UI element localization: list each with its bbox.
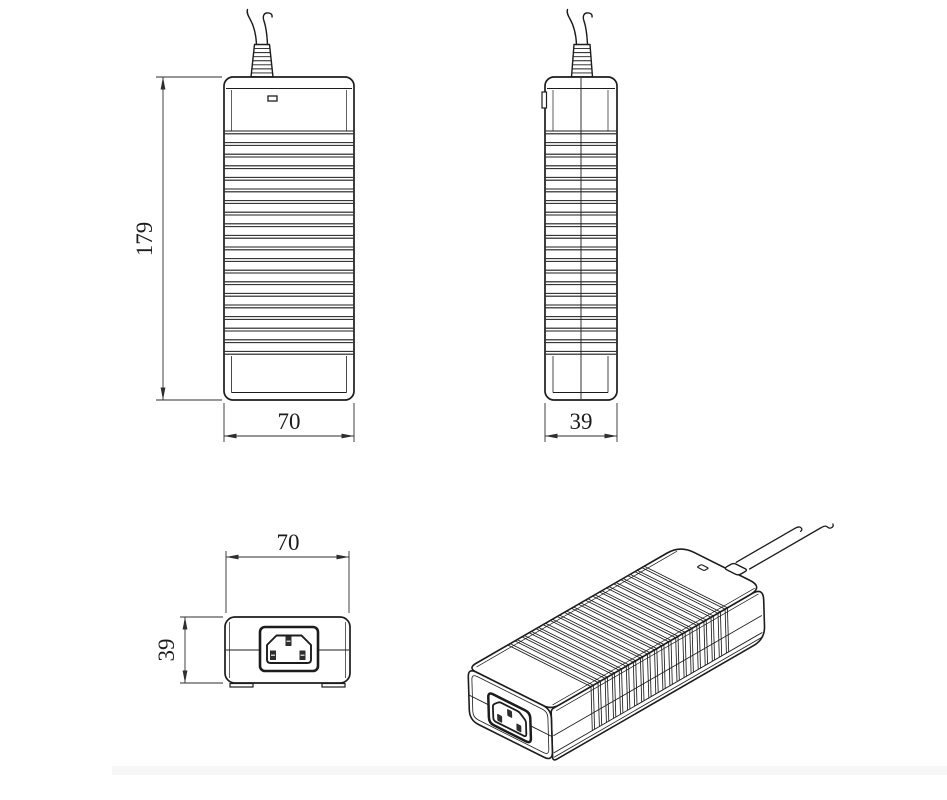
cable-break-line: [246, 8, 258, 46]
cooling-fin-line: [594, 594, 680, 681]
iec-inlet-pin: [507, 709, 513, 718]
cable-break-line: [582, 12, 593, 46]
dimension-arrow: [160, 77, 166, 90]
isometric-view: [467, 523, 834, 761]
edge-tangent-line: [476, 550, 678, 668]
cooling-fin-line: [523, 635, 610, 722]
dimension-arrow: [160, 387, 166, 400]
cooling-fin-line: [577, 603, 664, 691]
front-view-orthographic: [223, 8, 355, 401]
case-seam: [553, 632, 763, 754]
cooling-fin-line: [545, 622, 631, 710]
cooling-fin-line: [620, 579, 706, 666]
led-indicator-window: [267, 95, 278, 102]
cooling-fin-line: [592, 595, 678, 683]
cable-break-line: [262, 12, 273, 46]
dim-label-front-width: 70: [278, 409, 301, 434]
cooling-fin-line: [585, 599, 671, 687]
cooling-fin-line: [542, 624, 629, 711]
mold-parting-line: [553, 615, 762, 737]
led-window-side-profile: [541, 91, 548, 109]
led-indicator-window: [697, 564, 709, 571]
edge-tangent-line: [556, 593, 759, 711]
cable-break-line: [566, 8, 578, 46]
cable-strain-relief: [724, 562, 748, 576]
cooling-fin-line: [601, 590, 687, 677]
cooling-fin-line: [509, 643, 596, 730]
adapter-top-face: [471, 548, 758, 709]
case-seam: [469, 694, 489, 706]
cooling-fin-line: [629, 573, 716, 661]
case-seam: [530, 725, 552, 737]
dimension-arrow: [336, 554, 349, 560]
dimension-arrow: [545, 433, 558, 439]
dimension-arrow: [226, 554, 239, 560]
end-face-inset-border: [471, 675, 550, 754]
shadow-strip: [112, 766, 947, 775]
end-view-with-iec-inlet: [224, 616, 351, 688]
dimension-arrow: [341, 433, 354, 439]
cooling-fin-line: [573, 606, 659, 693]
cooling-fin-line: [566, 610, 652, 698]
cooling-fin-line: [507, 644, 593, 732]
cooling-fin-line: [627, 575, 713, 662]
cooling-fin-line: [570, 607, 657, 695]
dim-label-front-height: 179: [132, 222, 157, 257]
cooling-fin-line: [613, 583, 699, 670]
cooling-fin-line: [516, 639, 603, 726]
rubber-foot: [321, 682, 346, 688]
cooling-fin-line: [599, 591, 685, 679]
dimension-arrow: [182, 617, 188, 630]
cooling-fin-line: [580, 602, 666, 689]
rubber-foot: [229, 682, 254, 688]
cooling-fin-line: [528, 632, 614, 719]
cable-line: [735, 526, 803, 563]
bottom-cap-seam: [553, 637, 762, 758]
cooling-fin-line: [559, 614, 645, 702]
cooling-fin-line: [552, 618, 638, 706]
dim-label-end-depth: 39: [154, 639, 179, 662]
cooling-fin-line: [641, 567, 727, 654]
cooling-fin-line: [556, 616, 643, 703]
cooling-fin-line: [549, 620, 636, 707]
cooling-fin-line: [608, 586, 694, 673]
cooling-fin-line: [563, 611, 650, 699]
cooling-fin-line: [615, 582, 701, 669]
cooling-fin-line: [535, 628, 621, 715]
cooling-fin-line: [636, 569, 723, 657]
dimension-arrow: [224, 433, 237, 439]
cooling-fin-line: [587, 598, 673, 685]
cooling-fin-line: [530, 630, 617, 718]
dimension-arrow: [182, 670, 188, 683]
iec-inlet-pin: [497, 713, 503, 723]
cooling-fin-line: [622, 578, 709, 665]
cooling-fin-line: [514, 640, 600, 727]
dimension-annotations: 179 70 39 70 39: [132, 76, 618, 684]
side-view-orthographic: [541, 8, 618, 401]
cooling-fin-line: [634, 571, 720, 658]
cooling-fin-line: [521, 636, 607, 723]
cable-line: [748, 523, 834, 570]
dim-label-side-depth: 39: [570, 409, 593, 434]
cooling-fin-line: [643, 565, 730, 653]
dimension-arrow: [604, 433, 617, 439]
cooling-fin-line: [537, 626, 624, 714]
iec-inlet-pin: [516, 723, 522, 733]
cooling-fin-line: [606, 587, 692, 674]
dim-label-end-width: 70: [277, 530, 300, 555]
